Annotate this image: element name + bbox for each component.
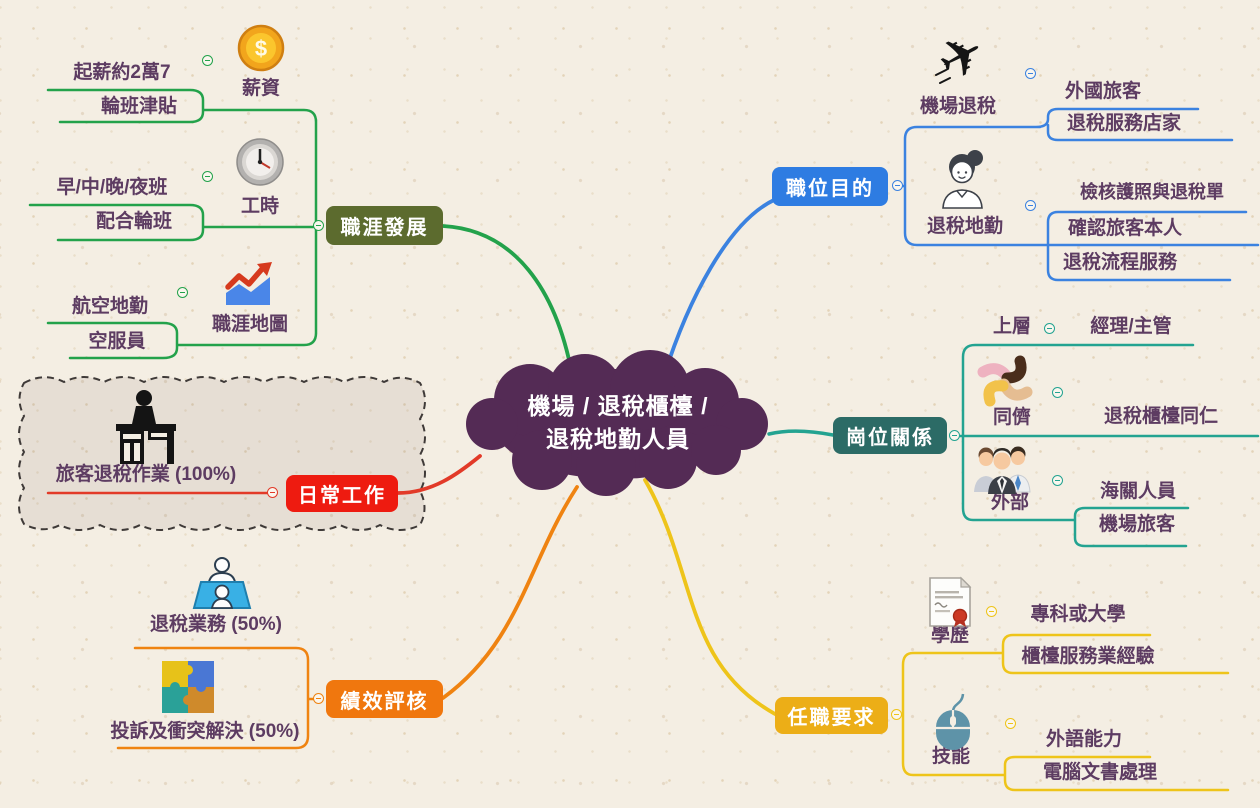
topic-salary-base[interactable]: 起薪約2萬7	[73, 62, 171, 83]
topic-foreign-travelers[interactable]: 外國旅客	[1064, 81, 1141, 102]
topic-confirm-traveler[interactable]: 確認旅客本人	[1067, 218, 1182, 239]
minus-icon	[895, 184, 900, 187]
central-topic-cloud[interactable]	[466, 350, 768, 496]
relations-branch-curve	[767, 429, 835, 437]
topic-peers[interactable]: 同儕	[992, 407, 1031, 428]
central-topic-title[interactable]: 機場 / 退稅櫃檯 / 退稅地勤人員	[468, 390, 768, 460]
collapse-toggle-career[interactable]	[313, 220, 324, 231]
people-icon	[971, 438, 1033, 494]
topic-complaint-resolution[interactable]: 投訴及衝突解決 (50%)	[110, 721, 300, 742]
topic-flight-attendant[interactable]: 空服員	[88, 331, 146, 352]
topic-skills[interactable]: 技能	[931, 746, 970, 767]
minus-icon	[205, 175, 210, 178]
airplane-icon: ✈	[925, 22, 1000, 97]
collapse-toggle-career-map[interactable]	[177, 287, 188, 298]
topic-shifts[interactable]: 早/中/晚/夜班	[56, 177, 168, 198]
collapse-toggle-refund-ground[interactable]	[1025, 200, 1036, 211]
topic-upper-level[interactable]: 上層	[992, 316, 1031, 337]
topic-rotation[interactable]: 配合輪班	[95, 211, 172, 232]
topic-education[interactable]: 學歷	[930, 625, 969, 646]
branch-daily[interactable]: 日常工作	[286, 475, 398, 512]
collapse-toggle-daily[interactable]	[267, 487, 278, 498]
branch-purpose[interactable]: 職位目的	[772, 167, 888, 206]
branch-requirements[interactable]: 任職要求	[775, 697, 888, 734]
svg-text:$: $	[255, 36, 267, 61]
minus-icon	[952, 434, 957, 437]
topic-customs-officers[interactable]: 海關人員	[1099, 481, 1176, 502]
performance-branch-curve	[441, 485, 579, 700]
hands-icon	[975, 354, 1035, 410]
career-topic-lines	[28, 88, 318, 360]
topic-college[interactable]: 專科或大學	[1030, 604, 1126, 625]
branch-performance[interactable]: 績效評核	[326, 680, 443, 718]
performance-topic-lines	[116, 646, 315, 750]
topic-airline-ground[interactable]: 航空地勤	[71, 296, 148, 317]
daily-branch-curve	[396, 454, 482, 495]
woman-icon	[937, 146, 993, 210]
collapse-toggle-performance[interactable]	[313, 693, 324, 704]
counter-person-icon	[191, 556, 253, 618]
minus-icon	[1028, 72, 1033, 75]
topic-airport-travelers[interactable]: 機場旅客	[1098, 514, 1175, 535]
topic-salary-allowance[interactable]: 輪班津貼	[100, 96, 177, 117]
career-branch-curve	[441, 224, 574, 376]
topic-external[interactable]: 外部	[990, 492, 1029, 513]
topic-counter-experience[interactable]: 櫃檯服務業經驗	[1021, 646, 1155, 667]
topic-counter-colleagues[interactable]: 退稅櫃檯同仁	[1103, 406, 1218, 427]
branch-career[interactable]: 職涯發展	[326, 206, 443, 245]
topic-manager[interactable]: 經理/主管	[1090, 316, 1172, 337]
branch-relations[interactable]: 崗位關係	[833, 417, 947, 454]
topic-hours[interactable]: 工時	[240, 196, 279, 217]
certificate-icon	[925, 576, 975, 628]
topic-airport-refund[interactable]: 機場退稅	[919, 96, 996, 117]
svg-text:✈: ✈	[928, 22, 996, 94]
topic-computer-skills[interactable]: 電腦文書處理	[1042, 762, 1157, 783]
minus-icon	[1008, 722, 1013, 725]
topic-foreign-language[interactable]: 外語能力	[1045, 729, 1122, 750]
topic-traveler-refund-task[interactable]: 旅客退稅作業 (100%)	[55, 464, 237, 485]
minus-icon	[316, 224, 321, 227]
purpose-branch-curve	[662, 198, 776, 378]
topic-refund-duty[interactable]: 退稅業務 (50%)	[150, 614, 282, 635]
collapse-toggle-purpose[interactable]	[892, 180, 903, 191]
collapse-toggle-airport-refund[interactable]	[1025, 68, 1036, 79]
minus-icon	[316, 697, 321, 700]
topic-career-map[interactable]: 職涯地圖	[211, 314, 288, 335]
chart-icon	[222, 259, 274, 307]
collapse-toggle-external[interactable]	[1052, 475, 1063, 486]
topic-refund-ground[interactable]: 退稅地勤	[926, 216, 1003, 237]
minus-icon	[1047, 327, 1052, 330]
minus-icon	[180, 291, 185, 294]
collapse-toggle-relations[interactable]	[949, 430, 960, 441]
relations-topic-lines	[958, 343, 1260, 548]
minus-icon	[1055, 391, 1060, 394]
collapse-toggle-salary[interactable]	[202, 55, 213, 66]
central-topic-line1: 機場 / 退稅櫃檯 /	[527, 393, 709, 419]
collapse-toggle-education[interactable]	[986, 606, 997, 617]
minus-icon	[894, 713, 899, 716]
collapse-toggle-upper[interactable]	[1044, 323, 1055, 334]
clock-icon	[235, 137, 285, 187]
mouse-icon	[931, 690, 975, 752]
collapse-toggle-peers[interactable]	[1052, 387, 1063, 398]
central-topic-line2: 退稅地勤人員	[546, 426, 690, 452]
collapse-toggle-hours[interactable]	[202, 171, 213, 182]
puzzle-icon	[159, 656, 217, 716]
desk-icon	[110, 388, 182, 466]
minus-icon	[989, 610, 994, 613]
topic-salary[interactable]: 薪資	[241, 78, 280, 99]
minus-icon	[205, 59, 210, 62]
collapse-toggle-requirements[interactable]	[891, 709, 902, 720]
coin-icon: $	[237, 24, 285, 72]
minus-icon	[1028, 204, 1033, 207]
topic-check-passport[interactable]: 檢核護照與退稅單	[1080, 182, 1224, 202]
minus-icon	[1055, 479, 1060, 482]
topic-refund-process[interactable]: 退稅流程服務	[1062, 252, 1177, 273]
minus-icon	[270, 491, 275, 494]
topic-refund-stores[interactable]: 退稅服務店家	[1066, 113, 1181, 134]
collapse-toggle-skills[interactable]	[1005, 718, 1016, 729]
requirements-branch-curve	[643, 478, 777, 716]
